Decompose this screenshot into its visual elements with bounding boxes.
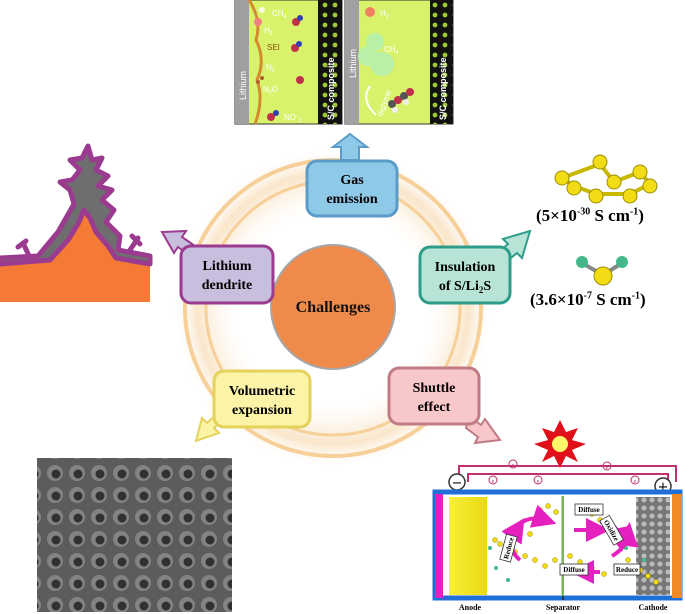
- gas-emission-panel-right: Lithium S/C composite H2 CH4 diglyme: [344, 0, 454, 125]
- gas-species-no3: NO−3: [284, 113, 302, 124]
- bulb-icon: [534, 420, 586, 468]
- gas-species-n2: N2: [266, 63, 275, 74]
- shuttle-cell: − + e e e e e: [432, 420, 683, 612]
- tag-diffuse-bottom: Diffuse: [563, 566, 584, 574]
- volumetric-line1: Volumetric: [229, 384, 295, 399]
- gas-species-n2o: N2O: [263, 85, 278, 96]
- gas-species-h2-right: H2: [380, 9, 389, 20]
- plus-sign: +: [658, 480, 669, 495]
- li-ions: [488, 546, 646, 582]
- volumetric-callout: Volumetric expansion: [194, 369, 312, 443]
- sem-image: [37, 458, 232, 612]
- gas-emission-line1: Gas: [340, 173, 364, 188]
- separator-label: Separator: [546, 603, 581, 612]
- gas-emission-panel-left: Lithium S/C composite CH4 H2 SEI N2 N2O …: [234, 0, 343, 125]
- gas-species-h2: H2: [264, 26, 273, 37]
- li2s-molecule: [576, 256, 628, 286]
- volumetric-line2: expansion: [232, 403, 292, 418]
- shuttle-line1: Shuttle: [413, 381, 456, 396]
- electron-5: e: [634, 479, 637, 485]
- center-circle: [270, 244, 396, 370]
- s8-conductivity: (5×10-30 S cm-1): [536, 206, 644, 225]
- insulation-line1: Insulation: [435, 260, 496, 275]
- electron-4: e: [537, 479, 540, 485]
- center-label: Challenges: [296, 299, 371, 316]
- sc-composite-label-left: S/C composite: [326, 57, 336, 120]
- anode-label: Anode: [459, 603, 482, 612]
- dendrite-line2: dendrite: [202, 278, 253, 293]
- electron-2: e: [606, 465, 609, 471]
- dendrite-line1: Lithium: [202, 259, 251, 274]
- lithium-label-left: Lithium: [238, 71, 248, 100]
- gas-emission-callout: Gas emission: [305, 132, 399, 218]
- lithium-label-right: Lithium: [348, 49, 358, 78]
- shuttle-line2: effect: [418, 400, 451, 415]
- dendrite-illustration: [0, 143, 153, 302]
- tag-diffuse-top: Diffuse: [578, 506, 599, 514]
- sc-composite-label-right: S/C composite: [438, 57, 448, 120]
- gas-emission-line2: emission: [326, 192, 378, 207]
- dendrite-callout: Lithium dendrite: [160, 229, 275, 305]
- minus-sign: −: [452, 476, 463, 491]
- s8-molecule: [554, 154, 658, 204]
- sei-label: SEI: [267, 43, 280, 52]
- insulation-callout: Insulation of S/Li2S: [418, 229, 532, 305]
- electron-1: e: [512, 463, 515, 469]
- diglyme-molecule: [388, 88, 414, 113]
- insulation-line2: of S/Li2S: [439, 279, 492, 295]
- li2s-conductivity: (3.6×10-7 S cm-1): [530, 290, 646, 309]
- tag-reduce-right: Reduce: [616, 566, 638, 574]
- electron-3: e: [492, 479, 495, 485]
- gas-species-ch4-right: CH4: [384, 45, 399, 56]
- cathode-label: Cathode: [639, 603, 668, 612]
- shuttle-callout: Shuttle effect: [387, 366, 502, 445]
- gas-species-ch4: CH4: [272, 9, 287, 20]
